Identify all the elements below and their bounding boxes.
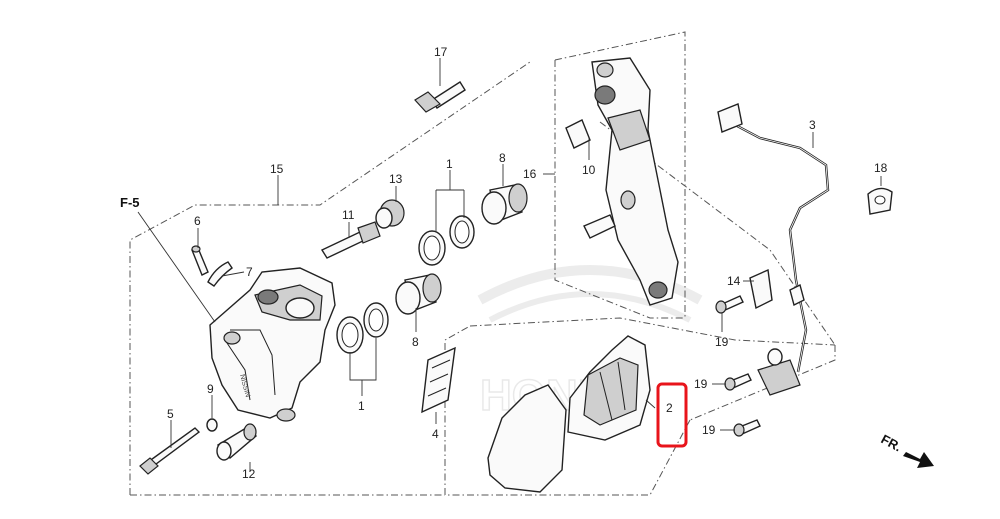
callout-12: 12 [242, 467, 256, 481]
reference-label-f5: F-5 [120, 195, 140, 210]
bleeder-screw [191, 245, 209, 276]
callout-2: 2 [666, 401, 673, 415]
callout-8-upper: 8 [499, 151, 506, 165]
brake-pad-inner [567, 335, 651, 441]
pad-spring [421, 346, 456, 414]
callout-1-lower: 1 [358, 399, 365, 413]
caliper-pin-bolt [139, 427, 201, 475]
callout-6: 6 [194, 214, 201, 228]
callout-8-lower: 8 [412, 335, 419, 349]
callout-13: 13 [389, 172, 403, 186]
callout-17: 17 [434, 45, 448, 59]
callout-11: 11 [342, 208, 355, 222]
callout-19-upper: 19 [715, 335, 729, 349]
callout-labels: 17 15 1 8 16 13 11 6 7 F-5 1 8 4 4 5 4 9… [120, 45, 888, 481]
front-direction-indicator: FR. [879, 431, 934, 468]
callout-leader-lines [137, 58, 882, 472]
pin-boot [206, 418, 218, 432]
callout-18: 18 [874, 161, 888, 175]
front-arrow-icon [903, 452, 934, 468]
callout-4: 4 [432, 427, 439, 441]
bleeder-cap [207, 261, 233, 287]
brake-pad-outer [487, 384, 567, 493]
callout-19-lower: 19 [702, 423, 716, 437]
callout-10: 10 [582, 163, 596, 177]
direction-label: FR. [879, 431, 905, 454]
callout-3: 3 [809, 118, 816, 132]
pad-retainer-clip [565, 119, 591, 149]
slide-pin [216, 423, 258, 461]
sensor-wire-clamp [867, 187, 893, 215]
sensor-bolts [715, 295, 761, 437]
bracket-mount-bolt [414, 81, 466, 113]
callout-5-text: 5 [167, 407, 174, 421]
callout-7: 7 [246, 265, 253, 279]
piston-seal-lower [336, 302, 389, 354]
abs-wheel-speed-sensor [717, 103, 830, 396]
bracket-slide-pin [320, 221, 381, 259]
piston-lower [395, 273, 442, 315]
callout-16: 16 [523, 167, 537, 181]
sensor-wire-stay [749, 268, 773, 310]
caliper-bracket [583, 57, 679, 306]
highlight-box-part-2 [656, 382, 688, 448]
caliper-body: NISSIN [209, 267, 336, 422]
slide-pin-boot [375, 199, 405, 229]
assembly-boundary-lines [129, 31, 836, 496]
piston-upper [481, 183, 528, 225]
piston-seal-upper [418, 215, 475, 266]
callout-1-upper: 1 [446, 157, 453, 171]
callout-14: 14 [727, 274, 741, 288]
callout-9: 9 [207, 382, 214, 396]
callout-19-middle: 19 [694, 377, 708, 391]
callout-15: 15 [270, 162, 284, 176]
